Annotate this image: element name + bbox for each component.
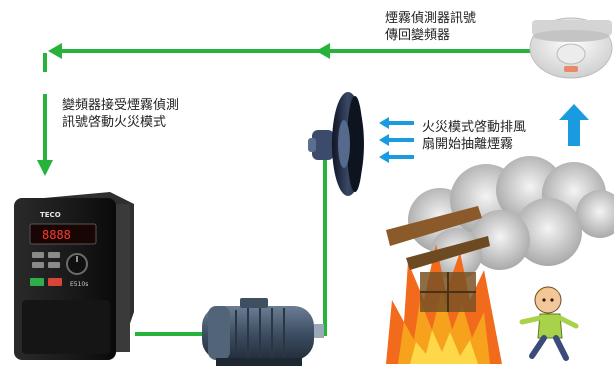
- label-line: 火災模式啓動排風: [422, 120, 527, 135]
- model-label: E510s: [70, 281, 88, 288]
- electric-motor: [202, 298, 324, 366]
- key-button: [48, 252, 60, 258]
- fire-scene: [386, 156, 614, 364]
- run-button: [30, 278, 44, 286]
- arrow-left-icon: [48, 43, 62, 59]
- arrow-left-icon: [379, 134, 414, 146]
- display-readout: 8888: [42, 228, 71, 242]
- key-button: [32, 262, 44, 268]
- label-line: 煙霧偵測器訊號: [385, 11, 477, 26]
- running-person: [519, 286, 579, 361]
- detector-signal-label: 煙霧偵測器訊號 傳回變頻器: [385, 10, 476, 44]
- label-line: 傳回變頻器: [385, 28, 451, 43]
- arrow-left-icon: [316, 43, 330, 59]
- arrow-left-icon: [379, 151, 414, 163]
- key-button: [48, 262, 60, 268]
- arrow-up-icon: [559, 104, 589, 146]
- smoke-detector: [529, 17, 613, 79]
- label-line: 扇開始抽離煙霧: [422, 137, 514, 152]
- label-line: 訊號啓動火災模式: [62, 115, 167, 130]
- label-line: 變頻器接受煙霧偵測: [62, 98, 180, 113]
- arrow-down-icon: [37, 160, 53, 176]
- fan-start-label: 火災模式啓動排風 扇開始抽離煙霧: [422, 119, 526, 153]
- key-button: [32, 252, 44, 258]
- stop-button: [48, 278, 62, 286]
- signal-return-line: [37, 43, 530, 176]
- exhaust-fan: [308, 92, 364, 196]
- inverter-drive: TECO 8888 E510s: [14, 192, 134, 360]
- display-panel: [29, 223, 97, 245]
- inverter-receive-label: 變頻器接受煙霧偵測 訊號啓動火災模式: [62, 97, 179, 131]
- airflow-arrows: [379, 117, 414, 163]
- fire-flames: [386, 206, 502, 364]
- arrow-left-icon: [379, 117, 414, 129]
- control-knob: [66, 253, 88, 275]
- brand-label: TECO: [40, 211, 61, 219]
